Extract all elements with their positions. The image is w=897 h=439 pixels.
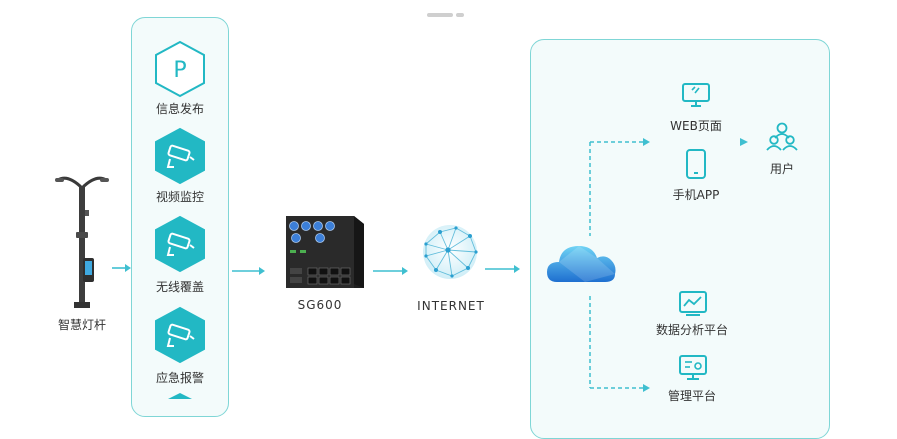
web-monitor-icon bbox=[682, 83, 710, 107]
arrow-to-user bbox=[740, 138, 748, 146]
drag-handle[interactable] bbox=[427, 13, 453, 17]
management-monitor-icon bbox=[679, 355, 707, 380]
service-label-4: 应急报警 bbox=[155, 371, 204, 385]
camera-icon bbox=[155, 306, 205, 364]
data-analysis-icon bbox=[679, 291, 707, 316]
user-label: 用户 bbox=[769, 162, 794, 176]
sg600-gateway-icon bbox=[286, 216, 364, 288]
user-group-icon bbox=[766, 122, 798, 151]
service-label-2: 视频监控 bbox=[155, 190, 204, 204]
data-analysis-label: 数据分析平台 bbox=[655, 323, 728, 337]
management-label: 管理平台 bbox=[667, 389, 716, 403]
parking-p-icon: P bbox=[155, 40, 205, 98]
arrow-services-to-gateway bbox=[232, 267, 265, 275]
service-label-3: 无线覆盖 bbox=[155, 280, 204, 294]
arrow-gateway-to-internet bbox=[373, 267, 408, 275]
arrow-lamp-to-services bbox=[112, 264, 131, 272]
camera-icon bbox=[155, 127, 205, 185]
hex-partial-icon bbox=[168, 393, 192, 399]
mobile-phone-icon bbox=[686, 149, 706, 179]
service-label-1: 信息发布 bbox=[155, 102, 204, 116]
web-page-label: WEB页面 bbox=[670, 119, 722, 133]
camera-icon bbox=[155, 215, 205, 273]
internet-globe-icon bbox=[423, 225, 478, 279]
internet-label: INTERNET bbox=[417, 299, 485, 313]
dashed-branch-lines bbox=[589, 138, 650, 392]
lamp-label: 智慧灯杆 bbox=[57, 318, 106, 332]
arrow-internet-to-cloud bbox=[485, 265, 520, 273]
cloud-icon bbox=[547, 246, 616, 282]
drag-handle-dot bbox=[456, 13, 464, 17]
smart-lamp-icon bbox=[55, 176, 109, 308]
svg-text:P: P bbox=[173, 58, 186, 83]
mobile-app-label: 手机APP bbox=[672, 188, 720, 202]
gateway-label: SG600 bbox=[297, 298, 343, 312]
